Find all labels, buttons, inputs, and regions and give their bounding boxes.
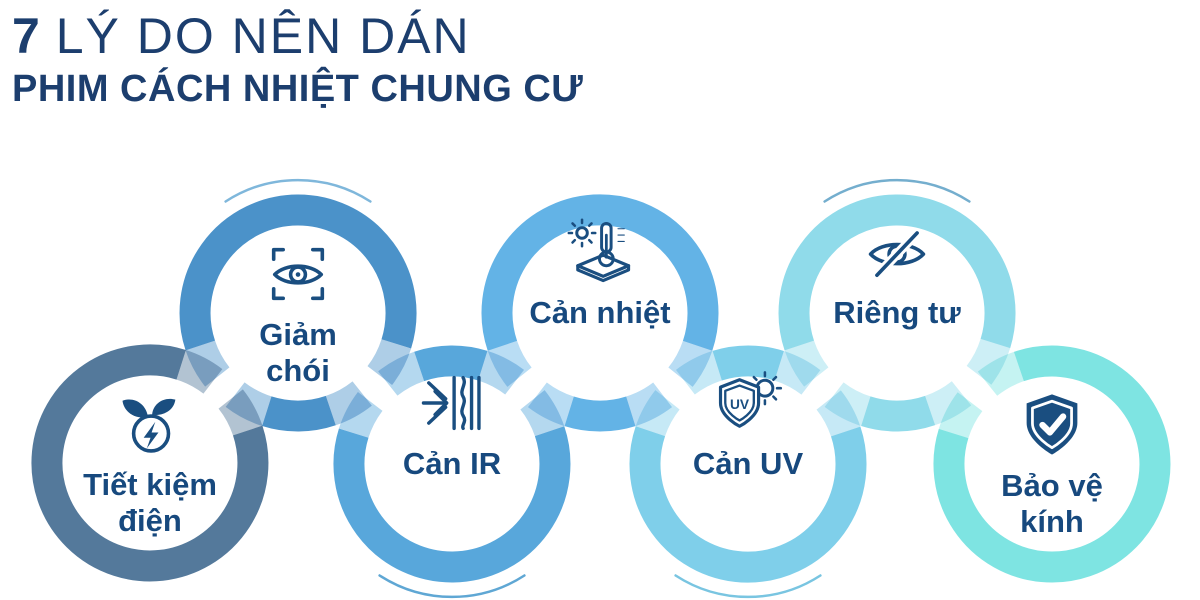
- reason-circle-3: Cản IR: [352, 344, 552, 544]
- ring-ghost-segment: [824, 382, 871, 426]
- title-line-1: 7 LÝ DO NÊN DÁN: [12, 10, 583, 63]
- ring-ghost-segment: [487, 340, 532, 387]
- reason-circle-5: UV Cản UV: [648, 344, 848, 544]
- decor-arc-bottom: [674, 574, 822, 599]
- decor-arc-top: [224, 178, 372, 203]
- ring-segment: [333, 426, 571, 583]
- privacy-eye-icon: [860, 215, 934, 289]
- ring-ghost-segment: [924, 380, 972, 426]
- ring-segment: [712, 345, 784, 381]
- reason-label-line: Cản IR: [402, 446, 502, 482]
- ring-ghost-segment: [527, 382, 575, 427]
- reason-label: Cản nhiệt: [529, 295, 670, 331]
- ring-segment: [414, 345, 488, 382]
- title-number: 7: [12, 8, 40, 64]
- glass-protection-shield-icon: [1015, 388, 1089, 462]
- heat-block-icon: [563, 215, 637, 289]
- ring-segment: [262, 395, 336, 432]
- reason-label: Cản IR: [403, 446, 501, 482]
- reason-label-line: Riêng tư: [833, 295, 961, 331]
- ring-segment: [179, 194, 417, 351]
- anti-glare-eye-icon: [261, 237, 335, 311]
- ring-ghost-segment: [675, 350, 723, 395]
- reason-label-line: Cản UV: [692, 446, 804, 482]
- decor-arc-bottom: [378, 574, 526, 599]
- energy-saving-icon: [113, 387, 187, 461]
- ring-ghost-segment: [635, 390, 680, 437]
- reason-label: Cản UV: [693, 446, 803, 482]
- title-line-2: PHIM CÁCH NHIỆT CHUNG CƯ: [12, 68, 584, 110]
- ring-segment: [564, 396, 636, 432]
- ring-ghost-segment: [966, 338, 1011, 385]
- reason-label-line: Cản nhiệt: [529, 295, 671, 331]
- ring-ghost-segment: [367, 338, 412, 386]
- reason-label-line: Tiết kiệm: [83, 467, 217, 503]
- title: 7 LÝ DO NÊN DÁN PHIM CÁCH NHIỆT CHUNG CƯ: [12, 10, 583, 111]
- ring-ghost-segment: [977, 351, 1025, 397]
- reason-label-line: kính: [1020, 504, 1084, 539]
- svg-text:UV: UV: [730, 397, 750, 412]
- ring-segment: [481, 194, 719, 351]
- reason-label: Riêng tư: [833, 295, 961, 331]
- ring-ghost-segment: [325, 381, 372, 426]
- reason-label-line: điện: [118, 503, 182, 538]
- reason-label-line: Giảm: [259, 317, 337, 353]
- ring-ghost-segment: [378, 351, 425, 396]
- ring-ghost-segment: [938, 392, 983, 439]
- ring-ghost-segment: [784, 340, 829, 387]
- decor-arc-top: [823, 178, 971, 203]
- reason-label-line: chói: [266, 353, 330, 388]
- reason-circle-4: Cản nhiệt: [500, 193, 700, 393]
- ring-segment: [778, 194, 1016, 351]
- uv-shield-icon: UV: [711, 366, 785, 440]
- ring-ghost-segment: [338, 391, 383, 439]
- title-line1-text: LÝ DO NÊN DÁN: [39, 8, 471, 64]
- reason-circle-6: Riêng tư: [797, 193, 997, 393]
- reason-label-line: Bảo vệ: [1001, 468, 1103, 504]
- ir-block-icon: [415, 366, 489, 440]
- ring-segment: [31, 344, 269, 582]
- ring-ghost-segment: [185, 340, 230, 387]
- ring-ghost-segment: [225, 382, 272, 426]
- ring-segment: [629, 426, 867, 583]
- ring-segment: [861, 395, 936, 432]
- ring-segment: [933, 345, 1171, 583]
